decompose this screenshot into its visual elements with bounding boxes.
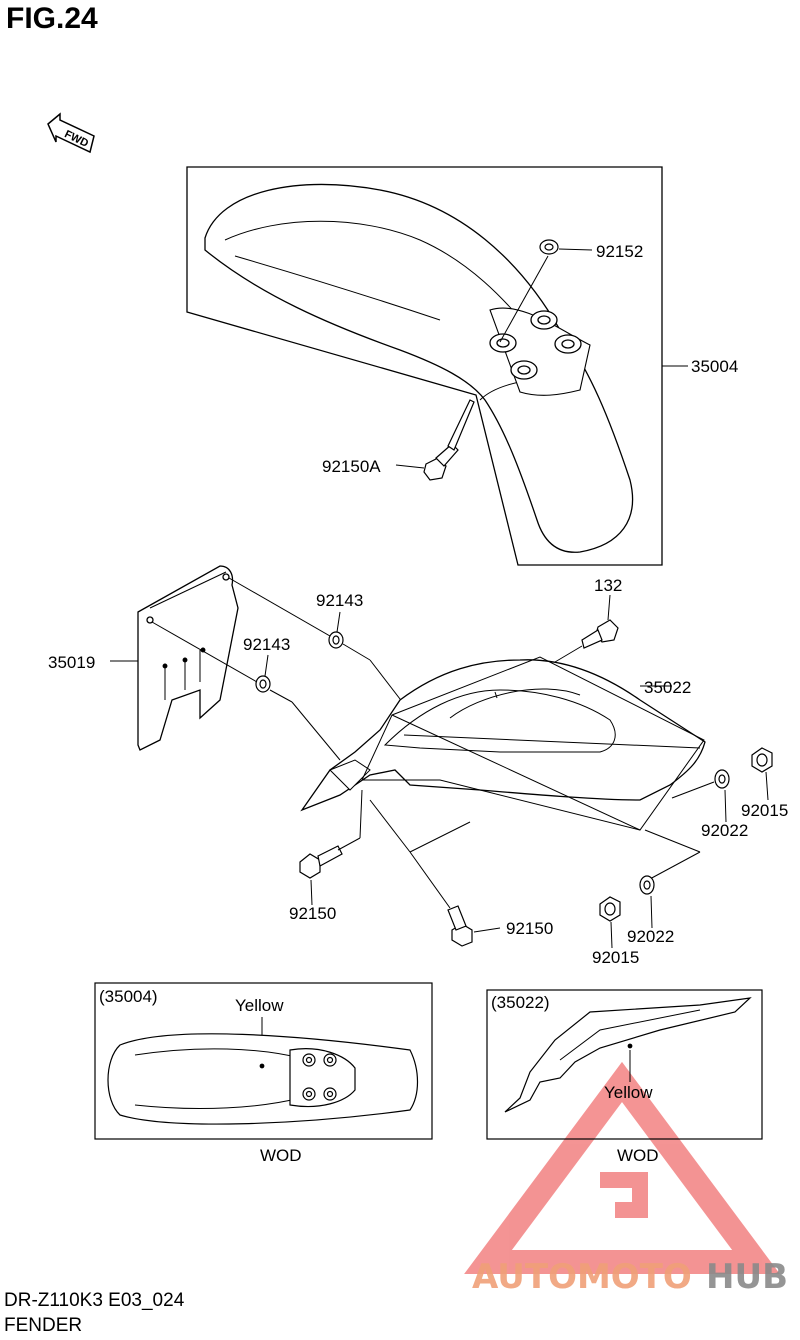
callout-92015-a: 92015 — [741, 801, 788, 820]
inset-front-ref: (35004) — [99, 987, 158, 1006]
front-fender-boundary — [186, 166, 663, 566]
washer-92022-b — [639, 875, 655, 895]
model-code: DR-Z110K3 E03_024 — [4, 1290, 185, 1311]
inset-front-frame — [94, 982, 433, 1140]
inset-front-fender — [107, 1033, 419, 1125]
washer-92143-a — [328, 631, 344, 649]
inset-rear-fender — [504, 997, 752, 1113]
bolt-92150-a — [299, 845, 343, 879]
callout-92150-b: 92150 — [506, 919, 553, 938]
fwd-arrow-icon: FWD — [47, 112, 95, 154]
inset-rear-caption: WOD — [617, 1146, 659, 1165]
bolt-92150A — [423, 399, 475, 481]
callout-35004: 35004 — [691, 357, 738, 376]
inset-rear-color: Yellow — [604, 1083, 653, 1102]
callout-35019: 35019 — [48, 653, 95, 672]
callout-92015-b: 92015 — [592, 948, 639, 967]
inset-front-color: Yellow — [235, 996, 284, 1015]
callout-92022-b: 92022 — [627, 927, 674, 946]
washer-92143-b — [255, 675, 271, 693]
callout-92152: 92152 — [596, 242, 643, 261]
figure-title: FIG.24 — [6, 2, 98, 35]
callout-92022-a: 92022 — [701, 821, 748, 840]
washer-92152 — [539, 239, 559, 255]
watermark-logo — [464, 1061, 780, 1274]
callout-92143-b: 92143 — [243, 635, 290, 654]
bolt-92150-b — [447, 905, 473, 947]
callout-35022: 35022 — [644, 678, 691, 697]
nut-92015-b — [599, 896, 621, 922]
inset-rear-ref: (35022) — [491, 993, 550, 1012]
number-plate-35019 — [137, 565, 239, 751]
watermark-text-part2: HUB — [706, 1257, 788, 1297]
nut-92015-a — [751, 747, 773, 773]
callout-132: 132 — [594, 576, 622, 595]
washer-92022-a — [714, 769, 730, 789]
figure-caption: FENDER — [4, 1315, 83, 1336]
watermark-text: AUTOMOTO HUB — [472, 1257, 788, 1297]
inset-rear-frame — [486, 989, 763, 1140]
bolt-132 — [581, 619, 619, 649]
inset-front-caption: WOD — [260, 1146, 302, 1165]
callout-92150A: 92150A — [322, 457, 381, 476]
watermark-text-part1: AUTOMOTO — [472, 1257, 692, 1297]
front-fender — [204, 183, 634, 553]
callout-92150-a: 92150 — [289, 904, 336, 923]
callout-92143-a: 92143 — [316, 591, 363, 610]
